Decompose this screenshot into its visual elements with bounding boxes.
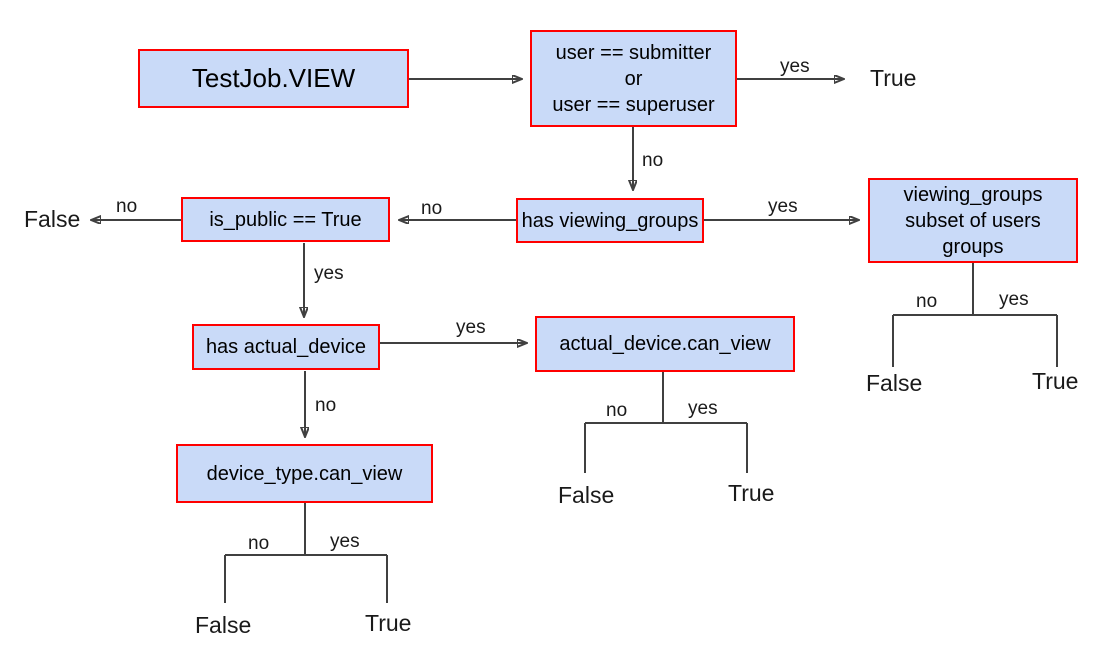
edge-label-yes: yes xyxy=(314,263,344,284)
leaf-false: False xyxy=(24,206,81,232)
edge-label-no: no xyxy=(248,533,270,554)
edge-label-no: no xyxy=(606,400,628,421)
edge-label-yes: yes xyxy=(780,56,810,77)
node-is-public: is_public == True xyxy=(181,197,390,242)
node-user-submitter-or-superuser: user == submitter or user == superuser xyxy=(530,30,737,127)
leaf-false: False xyxy=(195,612,252,638)
edge-label-no: no xyxy=(642,150,664,171)
node-testjob-view: TestJob.VIEW xyxy=(138,49,409,108)
node-viewing-groups-subset: viewing_groups subset of users groups xyxy=(868,178,1078,263)
edge-label-no: no xyxy=(916,291,938,312)
leaf-true: True xyxy=(365,610,412,636)
edge-label-yes: yes xyxy=(456,317,486,338)
leaf-true: True xyxy=(870,65,917,91)
leaf-true: True xyxy=(728,480,775,506)
edge-label-yes: yes xyxy=(768,196,798,217)
edge-label-yes: yes xyxy=(999,289,1029,310)
node-actual-device-can-view: actual_device.can_view xyxy=(535,316,795,372)
leaf-false: False xyxy=(558,482,615,508)
node-has-viewing-groups: has viewing_groups xyxy=(516,198,704,243)
edge-label-yes: yes xyxy=(330,531,360,552)
edge-label-yes: yes xyxy=(688,398,718,419)
edge-label-no: no xyxy=(315,395,337,416)
node-has-actual-device: has actual_device xyxy=(192,324,380,370)
branch-device-type-can-view xyxy=(224,503,388,603)
leaf-true: True xyxy=(1032,368,1079,394)
leaf-false: False xyxy=(866,370,923,396)
edge-label-no: no xyxy=(421,198,443,219)
edge-label-no: no xyxy=(116,196,138,217)
branch-actual-device-can-view xyxy=(584,372,748,473)
node-device-type-can-view: device_type.can_view xyxy=(176,444,433,503)
branch-viewing-groups-subset xyxy=(892,263,1058,367)
